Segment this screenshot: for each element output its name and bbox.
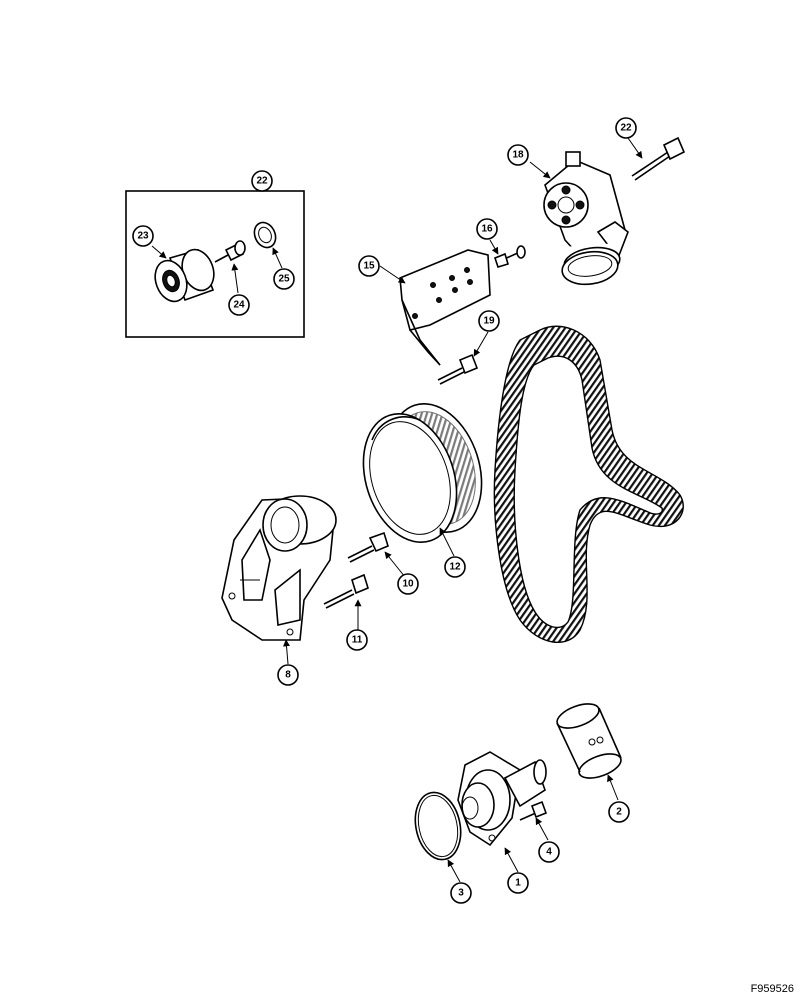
pump-seal-ring [414,791,462,861]
fan-hub-bracket [221,495,337,641]
callout-12: 12 [444,556,466,578]
idler-washer [253,221,277,249]
svg-text:22: 22 [256,176,268,187]
bracket-bolt-small [494,245,526,268]
bracket-plate [399,249,491,366]
svg-text:23: 23 [137,231,149,242]
callout-4: 4 [538,841,560,863]
hub-bolt-short [323,573,369,609]
pump-housing-sleeve [556,703,622,779]
callout-23: 23 [132,225,154,247]
callout-19: 19 [478,310,500,332]
callout-25: 25 [273,268,295,290]
svg-text:10: 10 [402,579,414,590]
idler-pulley [154,248,215,303]
svg-text:4: 4 [546,847,552,858]
figure-code: F959526 [751,983,794,995]
callout-3: 3 [450,882,472,904]
callout-22-bolt: 22 [615,117,637,139]
svg-text:19: 19 [483,316,495,327]
svg-text:24: 24 [233,300,245,311]
svg-text:25: 25 [278,274,290,285]
bracket-bolt [437,353,479,385]
svg-text:2: 2 [616,807,622,818]
svg-text:3: 3 [458,888,464,899]
callout-18: 18 [507,144,529,166]
water-pump [457,751,547,847]
callout-11: 11 [346,629,368,651]
hub-bolt-long [347,531,389,563]
svg-text:22: 22 [620,123,632,134]
idler-kit-inset [125,172,305,338]
svg-text:1: 1 [515,878,521,889]
svg-text:12: 12 [449,562,461,573]
svg-text:16: 16 [481,224,493,235]
callout-1: 1 [507,872,529,894]
callout-16: 16 [476,218,498,240]
serpentine-belt [493,325,684,644]
callout-10: 10 [397,573,419,595]
callout-15: 15 [358,255,380,277]
callout-8: 8 [277,664,299,686]
tensioner-bolt [631,136,686,181]
belt-tensioner [543,151,629,286]
svg-text:15: 15 [363,261,375,272]
svg-text:18: 18 [512,150,524,161]
callout-2: 2 [608,801,630,823]
svg-text:8: 8 [285,670,291,681]
inset-border [125,190,305,338]
fan-pulley [362,402,483,544]
callout-24: 24 [228,294,250,316]
pump-bolt [519,800,548,821]
callout-22-inset: 22 [251,170,273,192]
svg-text:11: 11 [352,635,363,646]
idler-bolt [214,240,246,263]
